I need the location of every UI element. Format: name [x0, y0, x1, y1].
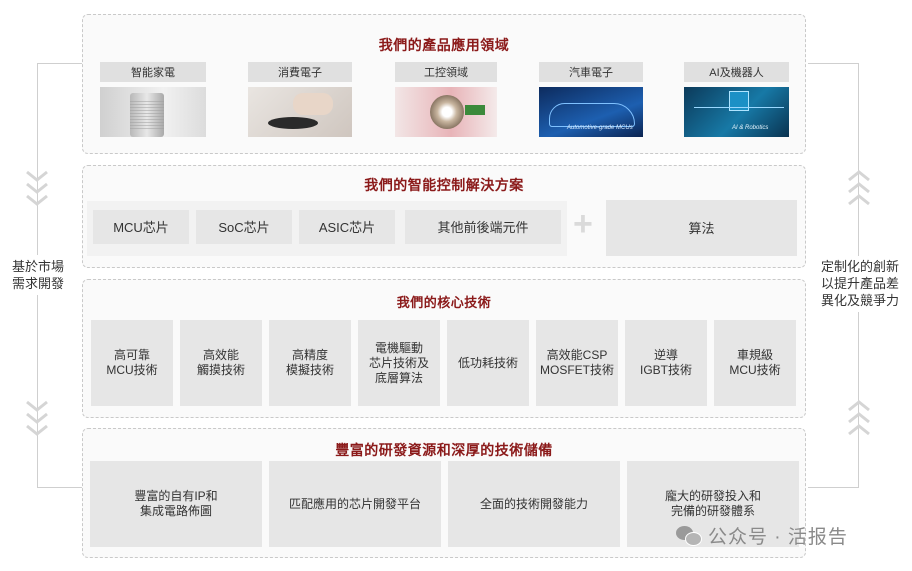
watermark-text: 公众号 · 活报告: [708, 527, 848, 548]
chevron-down-icon: [26, 400, 48, 436]
tech-box: 高精度模擬技術: [269, 320, 351, 406]
chevron-up-icon: [848, 170, 870, 206]
smart-appliance-image: [100, 87, 206, 137]
automotive-caption: Automotive-grade MCUs: [567, 125, 633, 131]
left-side-label: 基於市場需求開發: [11, 259, 64, 291]
solutions-panel: 我們的智能控制解決方案 MCU芯片 SoC芯片 ASIC芯片 其他前後端元件 +…: [82, 165, 806, 268]
chip-box: SoC芯片: [196, 210, 292, 244]
products-panel: 我們的產品應用領域 智能家電 消費電子 工控領域 汽車電子 Automotive…: [82, 14, 806, 154]
rd-box: 豐富的自有IP和集成電路佈圖: [90, 461, 262, 547]
product-label: 消費電子: [248, 62, 352, 82]
right-side-label: 定制化的創新以提升產品差異化及競爭力: [820, 259, 899, 308]
product-label: 智能家電: [100, 62, 206, 82]
rd-box: 匹配應用的芯片開發平台: [269, 461, 441, 547]
plus-icon: +: [573, 205, 593, 243]
tech-box: 低功耗技術: [447, 320, 529, 406]
chip-box: ASIC芯片: [299, 210, 395, 244]
consumer-electronics-image: [248, 87, 352, 137]
rd-title: 豐富的研發資源和深厚的技術儲備: [335, 442, 553, 458]
product-label: AI及機器人: [684, 62, 789, 82]
left-side-label-bg: [6, 255, 70, 295]
tech-title: 我們的核心技術: [396, 295, 492, 310]
product-label: 汽車電子: [539, 62, 643, 82]
chevron-down-icon: [26, 170, 48, 206]
tech-box: 電機驅動芯片技術及底層算法: [358, 320, 440, 406]
ai-robotics-image: AI & Robotics: [684, 87, 789, 137]
product-label: 工控領域: [395, 62, 497, 82]
rd-box: 龐大的研發投入和完備的研發體系: [627, 461, 799, 547]
chevron-up-icon: [848, 400, 870, 436]
rd-box: 全面的技術開發能力: [448, 461, 620, 547]
ai-caption: AI & Robotics: [732, 125, 769, 131]
right-side-label-bg: [812, 256, 908, 312]
industrial-control-image: [395, 87, 497, 137]
solutions-title: 我們的智能控制解決方案: [364, 177, 524, 193]
chip-box: 其他前後端元件: [405, 210, 561, 244]
chip-box: MCU芯片: [93, 210, 189, 244]
wechat-icon: [676, 524, 702, 546]
products-title: 我們的產品應用領域: [378, 37, 510, 53]
tech-box: 高效能觸摸技術: [180, 320, 262, 406]
automotive-image: Automotive-grade MCUs: [539, 87, 643, 137]
algorithm-box: 算法: [606, 200, 797, 256]
